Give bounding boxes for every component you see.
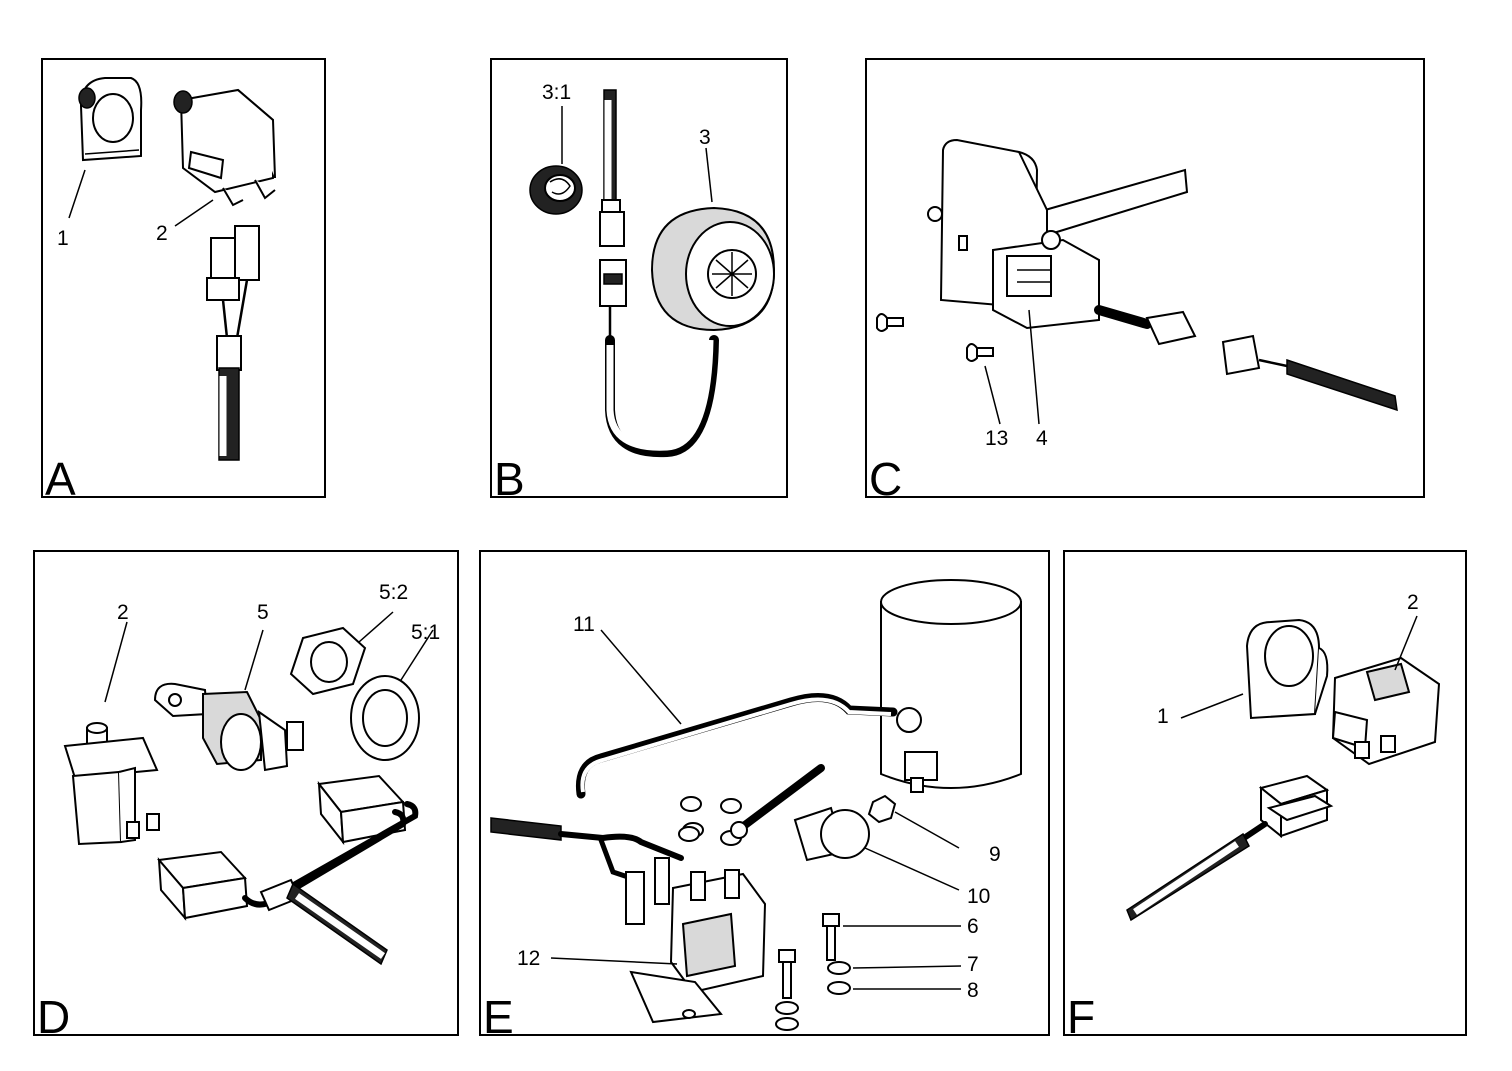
leader-4 bbox=[1028, 309, 1040, 425]
leader-1 bbox=[68, 169, 86, 219]
callout-8: 8 bbox=[967, 979, 979, 1002]
leader-11 bbox=[600, 629, 682, 725]
part-5-key-switch bbox=[153, 682, 304, 772]
part-1-bezel bbox=[78, 77, 143, 162]
panel-label-f: F bbox=[1067, 991, 1096, 1043]
callout-3-1: 3:1 bbox=[542, 81, 572, 104]
part-1-bezel bbox=[1245, 618, 1329, 720]
panel-d-illustration bbox=[63, 611, 434, 966]
callout-f-2: 2 bbox=[1407, 591, 1419, 614]
part-10-boot bbox=[793, 806, 870, 862]
washers-nuts bbox=[678, 796, 742, 846]
callout-2: 2 bbox=[156, 222, 168, 245]
connector-cable bbox=[206, 225, 260, 461]
panel-a-illustration bbox=[68, 77, 276, 461]
part-3-1-grommet bbox=[529, 165, 583, 215]
connector-pair bbox=[1145, 310, 1398, 412]
panel-d: 2 5 5:2 5:1 D bbox=[33, 550, 459, 1040]
short-cable bbox=[737, 764, 825, 832]
callout-10: 10 bbox=[967, 885, 991, 908]
panel-label-b: B bbox=[494, 453, 525, 505]
callout-11: 11 bbox=[573, 613, 595, 636]
panel-a: 1 2 A bbox=[41, 58, 326, 502]
tank-cylinder bbox=[880, 579, 1022, 793]
callout-13: 13 bbox=[985, 427, 1009, 450]
leader-5-1 bbox=[400, 629, 434, 681]
panel-e-illustration bbox=[490, 579, 1022, 1031]
leader-5 bbox=[244, 629, 264, 691]
panel-b: 3:1 3 B bbox=[490, 58, 788, 502]
leader-13 bbox=[984, 365, 1001, 425]
part-2-switch bbox=[63, 722, 160, 846]
callout-5-2: 5:2 bbox=[379, 581, 409, 604]
leader-f-1 bbox=[1180, 693, 1244, 719]
callout-5-1: 5:1 bbox=[411, 621, 441, 644]
panel-e: 11 9 10 6 7 8 12 E bbox=[479, 550, 1050, 1040]
panel-b-illustration bbox=[529, 89, 776, 458]
panel-label-d: D bbox=[37, 991, 71, 1043]
panel-label-c: C bbox=[869, 453, 903, 505]
leader-2 bbox=[174, 199, 214, 227]
connector-cable bbox=[1126, 774, 1334, 922]
lower-connector bbox=[599, 259, 627, 342]
part-9-nut bbox=[867, 794, 897, 824]
callout-5: 5 bbox=[257, 601, 269, 624]
callout-d-2: 2 bbox=[117, 601, 129, 624]
connector-harness bbox=[157, 774, 419, 966]
leader-f-2 bbox=[1394, 615, 1418, 671]
part-11-cable bbox=[575, 693, 898, 799]
leader-3 bbox=[705, 147, 713, 203]
callout-1: 1 bbox=[57, 227, 69, 250]
callout-4: 4 bbox=[1036, 427, 1048, 450]
part-6-7-8-hardware bbox=[775, 913, 851, 1031]
part-5-1-washer bbox=[350, 675, 420, 761]
part-13-screws bbox=[876, 313, 994, 362]
panel-f-illustration bbox=[1126, 615, 1441, 922]
part-3-sensor bbox=[650, 206, 776, 332]
leader-10 bbox=[864, 847, 960, 891]
leader-12 bbox=[550, 957, 678, 965]
part-12-solenoid-relay bbox=[629, 869, 767, 1024]
callout-3: 3 bbox=[699, 126, 711, 149]
callout-9: 9 bbox=[989, 843, 1001, 866]
wire-to-connector bbox=[1094, 305, 1152, 329]
left-harness bbox=[490, 817, 684, 925]
leader-5-2 bbox=[358, 611, 394, 643]
panel-label-a: A bbox=[45, 453, 76, 505]
part-2-switch bbox=[1331, 656, 1441, 766]
part-2-switch bbox=[173, 88, 276, 207]
part-4-microswitch bbox=[992, 230, 1100, 330]
panel-label-e: E bbox=[483, 991, 514, 1043]
part-5-2-nut bbox=[289, 626, 367, 696]
leader-d-2 bbox=[104, 621, 128, 703]
callout-7: 7 bbox=[967, 953, 979, 976]
leader-7 bbox=[852, 965, 962, 969]
callout-12: 12 bbox=[517, 947, 541, 970]
leader-9 bbox=[894, 811, 960, 849]
lever-arm bbox=[1043, 168, 1189, 237]
panel-c-illustration bbox=[876, 138, 1398, 425]
panel-c: 13 4 C bbox=[865, 58, 1425, 502]
panel-f: 1 2 F bbox=[1063, 550, 1467, 1040]
callout-6: 6 bbox=[967, 915, 979, 938]
upper-probe bbox=[599, 89, 625, 247]
callout-f-1: 1 bbox=[1157, 705, 1169, 728]
